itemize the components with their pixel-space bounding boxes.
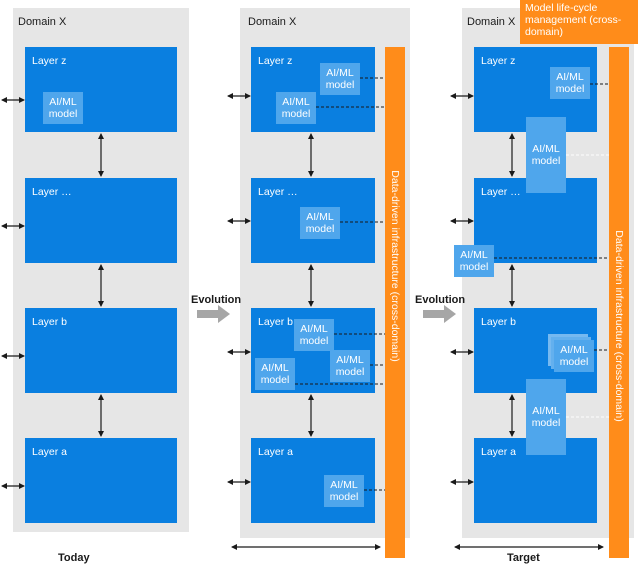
layer-mid-label: Layer … <box>258 186 298 198</box>
layer-b-label: Layer b <box>481 316 517 328</box>
data-driven-infrastructure-bar <box>385 47 405 558</box>
layer-mid-label: Layer … <box>481 186 521 198</box>
model-label: model <box>48 108 78 120</box>
domain-label-target: Domain X <box>467 16 516 28</box>
layer-mid-today: Layer … <box>25 178 177 263</box>
evolution-arrow <box>197 305 230 323</box>
layer-a-label: Layer a <box>481 446 517 458</box>
layer-a-today: Layer a <box>25 438 177 523</box>
layer-b-label: Layer b <box>258 316 294 328</box>
layer-a-label: Layer a <box>32 446 68 458</box>
domain-label-today: Domain X <box>18 16 67 28</box>
caption-target: Target <box>507 552 540 564</box>
data-driven-infrastructure-bar <box>609 47 629 558</box>
domain-label-evolution: Domain X <box>248 16 297 28</box>
layer-a-label: Layer a <box>258 446 294 458</box>
evolution-arrow <box>423 305 456 323</box>
layer-z-label: Layer z <box>481 55 516 67</box>
evolution-label: Evolution <box>191 294 242 306</box>
evolution-label: Evolution <box>415 294 466 306</box>
layer-b-today: Layer b <box>25 308 177 393</box>
layer-z-label: Layer z <box>258 55 293 67</box>
layer-z-label: Layer z <box>32 55 67 67</box>
model-lifecycle-management-box: Model life-cycle management (cross-domai… <box>520 0 638 44</box>
model-label: AI/ML <box>49 96 77 108</box>
layer-b-label: Layer b <box>32 316 68 328</box>
caption-today: Today <box>58 552 90 564</box>
layer-mid-label: Layer … <box>32 186 72 198</box>
